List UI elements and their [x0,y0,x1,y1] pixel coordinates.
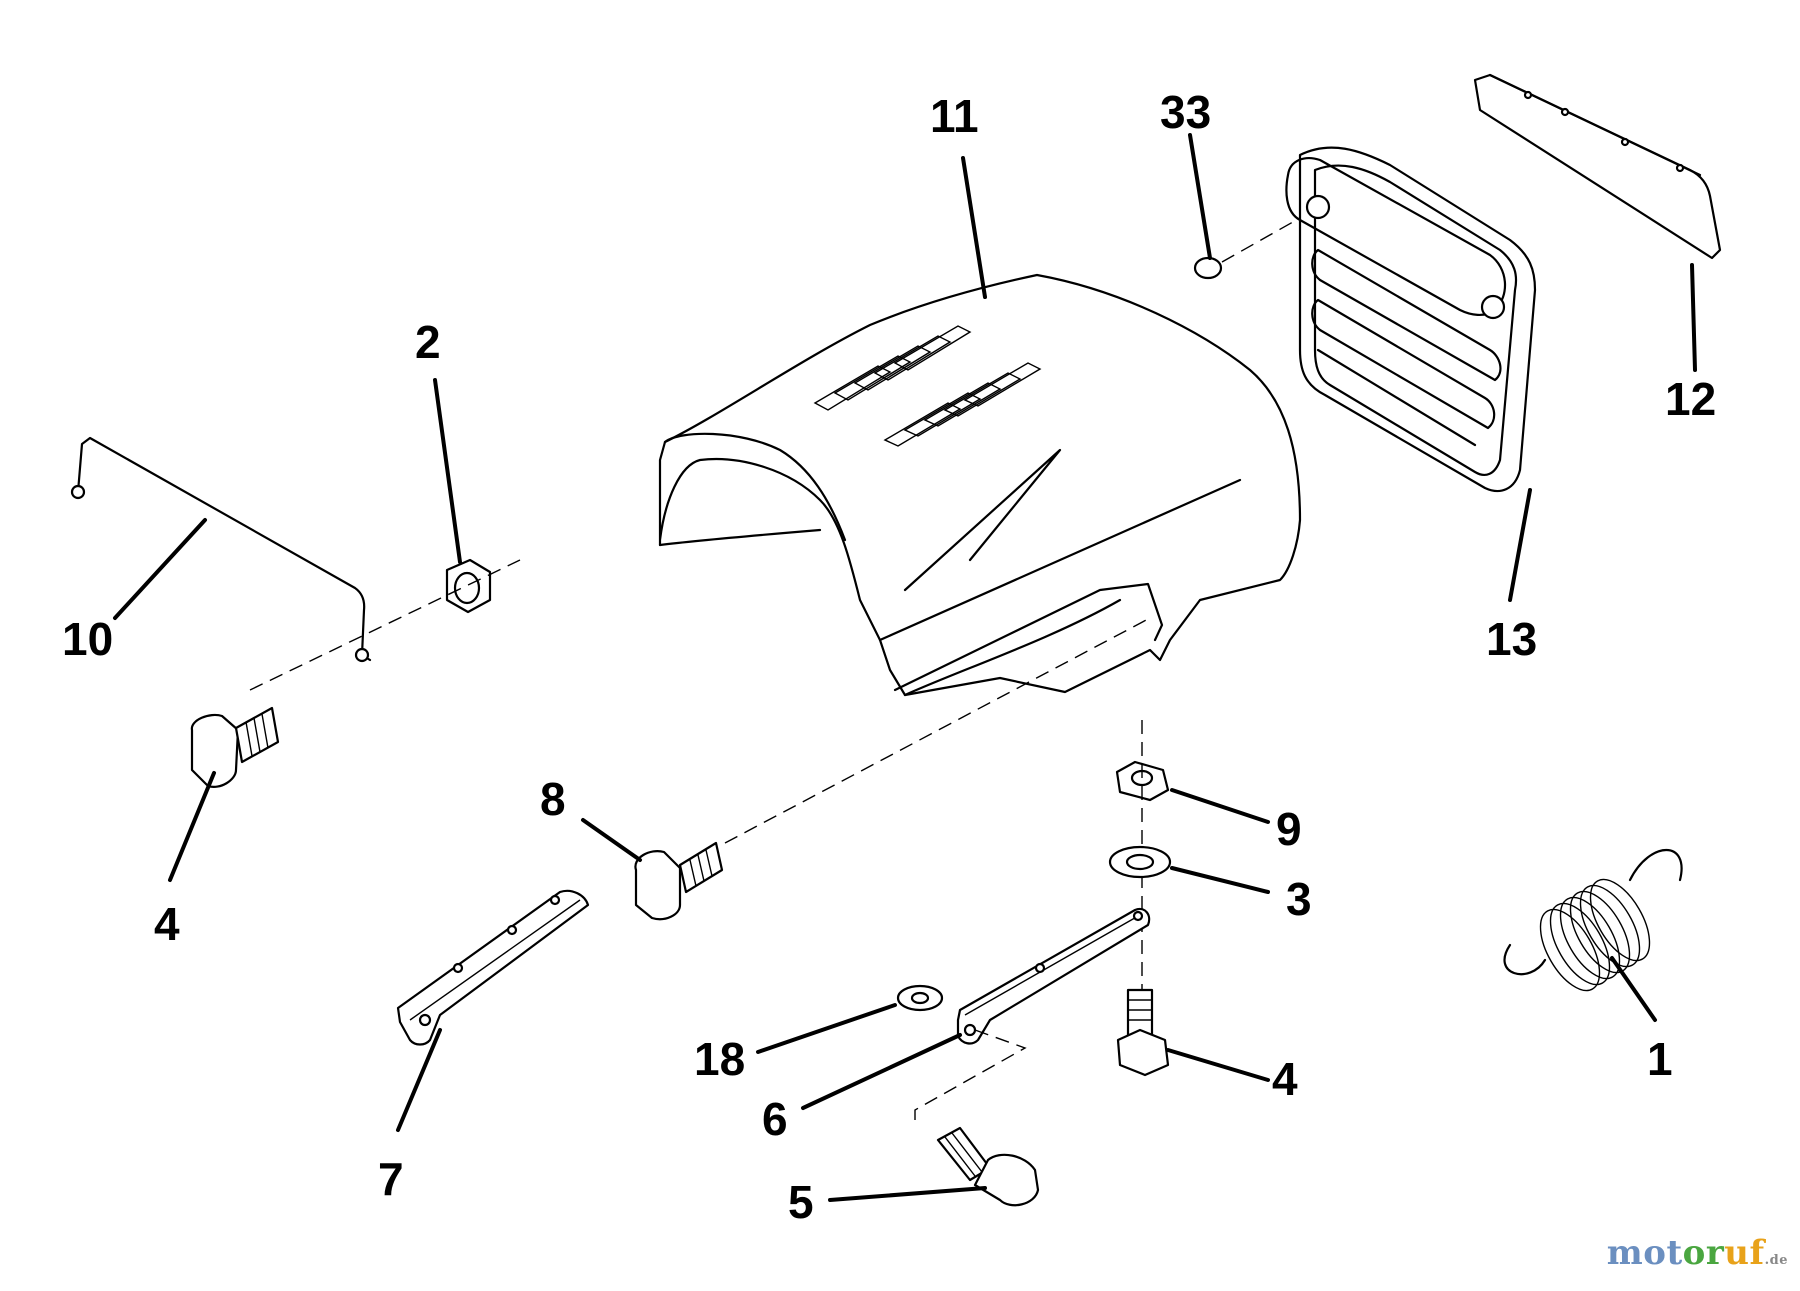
callout-4-right: 4 [1272,1053,1298,1105]
washer-part[interactable] [1108,845,1172,879]
callout-11: 11 [930,90,979,142]
callout-labels: 11 33 12 13 2 10 4 8 9 3 1 18 6 4 7 5 [62,86,1716,1228]
callout-9: 9 [1276,803,1302,855]
bolt-part-right[interactable] [1116,988,1170,1077]
nut-part[interactable] [445,558,492,614]
callout-6: 6 [762,1093,788,1145]
cap-part[interactable] [1193,256,1223,280]
callout-13: 13 [1486,613,1537,665]
leader-lines [113,133,1697,1202]
bolt-part-8[interactable] [634,841,724,921]
callout-18: 18 [694,1033,745,1085]
callout-1: 1 [1647,1033,1673,1085]
callout-4-left: 4 [154,898,180,950]
watermark-logo: motoruf.de [1606,1233,1788,1273]
grille-part[interactable] [1285,146,1537,493]
rod-part[interactable] [70,436,372,663]
callout-3: 3 [1286,873,1312,925]
callout-10: 10 [62,613,113,665]
spring-part[interactable] [1503,848,1683,1000]
callout-5: 5 [788,1176,814,1228]
bracket-part-7[interactable] [396,889,590,1046]
trim-part[interactable] [1473,73,1722,260]
bolt-part-left[interactable] [190,706,280,788]
bracket-part-6[interactable] [956,907,1151,1045]
hood-part[interactable] [658,273,1302,697]
callout-12: 12 [1665,373,1716,425]
callout-8: 8 [540,773,566,825]
callout-2: 2 [415,316,441,368]
bolt-part-5[interactable] [936,1126,1040,1207]
callout-7: 7 [378,1153,404,1205]
callout-33: 33 [1160,86,1211,138]
washer-part-18[interactable] [896,984,944,1012]
